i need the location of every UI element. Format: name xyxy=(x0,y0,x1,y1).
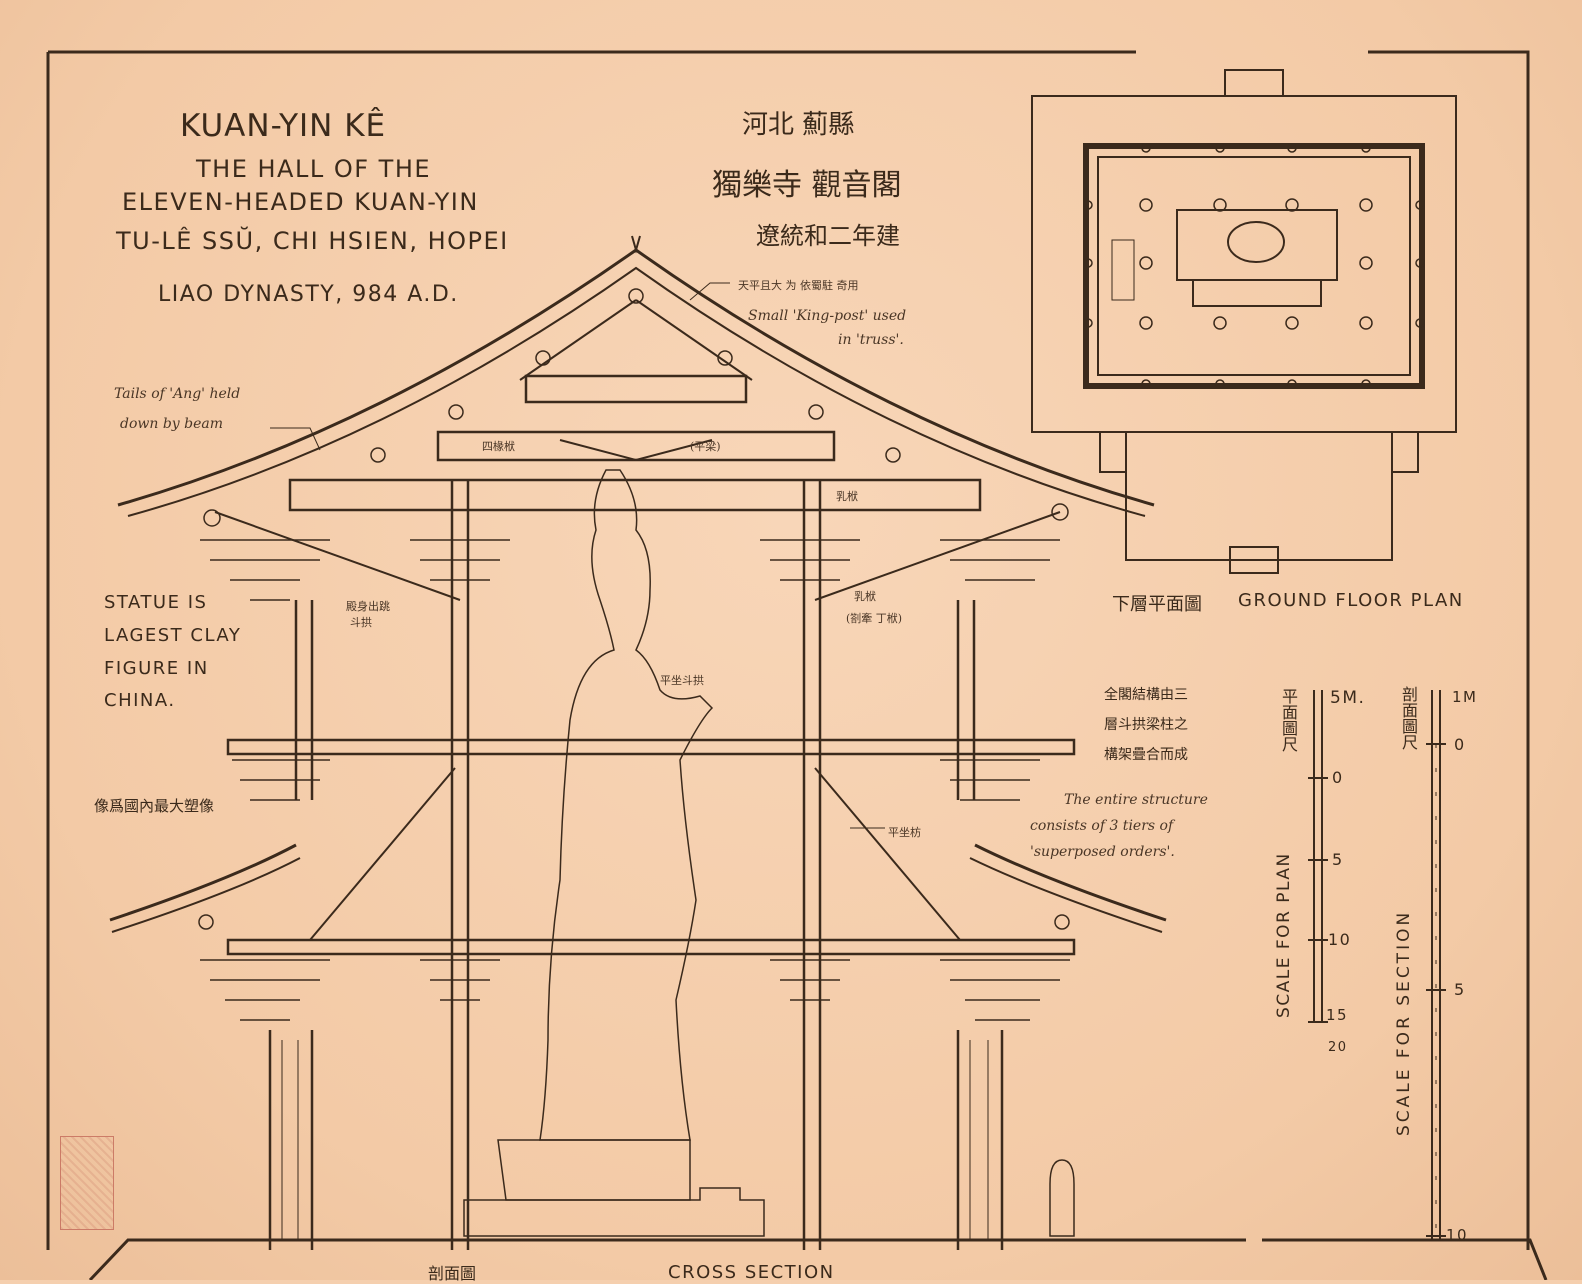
plan-scale-tick-5: 5 xyxy=(1332,850,1344,869)
title-line-1: KUAN-YIN KÊ xyxy=(180,108,387,144)
king-post-note-cn: 天平且大 为 依蜀駐 奇用 xyxy=(738,279,859,292)
ang-note-2: down by beam xyxy=(120,416,224,432)
king-post-note-en-2: in 'truss'. xyxy=(838,332,904,348)
beam-tag-right: 乳栿 xyxy=(836,490,858,503)
sheet-border xyxy=(46,50,1530,1250)
statue-note-cn: 像爲國內最大塑像 xyxy=(94,797,215,815)
red-seal-stamp xyxy=(60,1136,114,1230)
section-caption-en: CROSS SECTION xyxy=(668,1262,835,1283)
title-line-4: TU-LÊ SSŬ, CHI HSIEN, HOPEI xyxy=(116,227,509,255)
structure-note-cn-2: 層斗拱梁柱之 xyxy=(1104,717,1188,733)
plan-scale-end: 20 xyxy=(1328,1040,1348,1055)
bracket-tag-right-1: 乳栿 xyxy=(854,590,876,603)
section-scale-cn: 剖面圖尺 xyxy=(1399,686,1418,750)
section-scale-tick-5: 5 xyxy=(1454,980,1466,999)
plan-caption-en: GROUND FLOOR PLAN xyxy=(1238,590,1464,611)
plan-scale-unit: 5M. xyxy=(1330,688,1366,708)
chinese-title-line-1: 河北 薊縣 xyxy=(742,110,855,140)
ground-floor-plan xyxy=(1031,69,1457,574)
section-scale-unit: 1M xyxy=(1452,688,1478,706)
scale-bars xyxy=(1308,690,1446,1240)
beam-tag-4: 四椽栿 xyxy=(482,440,515,453)
title-line-5: LIAO DYNASTY, 984 A.D. xyxy=(158,282,459,307)
statue-note-1: STATUE IS xyxy=(104,592,208,613)
statue-note-3: FIGURE IN xyxy=(104,658,209,679)
section-caption-cn: 剖面圖 xyxy=(428,1264,477,1283)
section-scale-end: 10 xyxy=(1446,1226,1469,1244)
chinese-title-line-3: 遼統和二年建 xyxy=(756,222,900,250)
plan-caption-cn: 下層平面圖 xyxy=(1112,594,1202,615)
ang-note-1: Tails of 'Ang' held xyxy=(114,386,241,402)
cross-section xyxy=(88,235,1548,1280)
section-scale-tick-0: 0 xyxy=(1454,735,1466,754)
section-scale-label: SCALE FOR SECTION xyxy=(1394,909,1414,1136)
bracket-tag-left-1: 殿身出跳 xyxy=(346,600,390,613)
plan-scale-tick-0: 0 xyxy=(1332,768,1344,787)
structure-note-en-3: 'superposed orders'. xyxy=(1030,844,1175,860)
right-tag: 平坐枋 xyxy=(888,826,921,839)
mid-tag: 平坐斗拱 xyxy=(660,674,704,687)
human-figure xyxy=(1049,1159,1075,1237)
plan-scale-tick-10: 10 xyxy=(1328,930,1352,949)
structure-note-en-2: consists of 3 tiers of xyxy=(1030,818,1174,834)
bracket-tag-right-2: (劄牽 丁栿) xyxy=(846,612,903,625)
plan-scale-tick-15: 15 xyxy=(1326,1006,1349,1024)
chinese-title-line-2: 獨樂寺 觀音閣 xyxy=(712,168,902,203)
structure-note-cn-1: 全閣結構由三 xyxy=(1104,687,1188,703)
beam-tag-2: (平梁) xyxy=(690,440,721,453)
structure-note-en-1: The entire structure xyxy=(1064,792,1208,808)
statue-outline xyxy=(463,469,765,1237)
statue-note-2: LAGEST CLAY xyxy=(104,625,242,646)
leader-lines xyxy=(270,282,885,829)
title-line-3: ELEVEN-HEADED KUAN-YIN xyxy=(122,188,479,216)
bracket-tag-left-2: 斗拱 xyxy=(350,616,372,629)
plan-scale-label: SCALE FOR PLAN xyxy=(1274,852,1294,1018)
king-post-note-en-1: Small 'King-post' used xyxy=(748,308,907,324)
title-line-2: THE HALL OF THE xyxy=(196,155,432,183)
structure-note-cn-3: 構架疊合而成 xyxy=(1104,747,1188,763)
statue-note-4: CHINA. xyxy=(104,690,176,711)
plan-scale-cn: 平面圖尺 xyxy=(1279,688,1298,752)
